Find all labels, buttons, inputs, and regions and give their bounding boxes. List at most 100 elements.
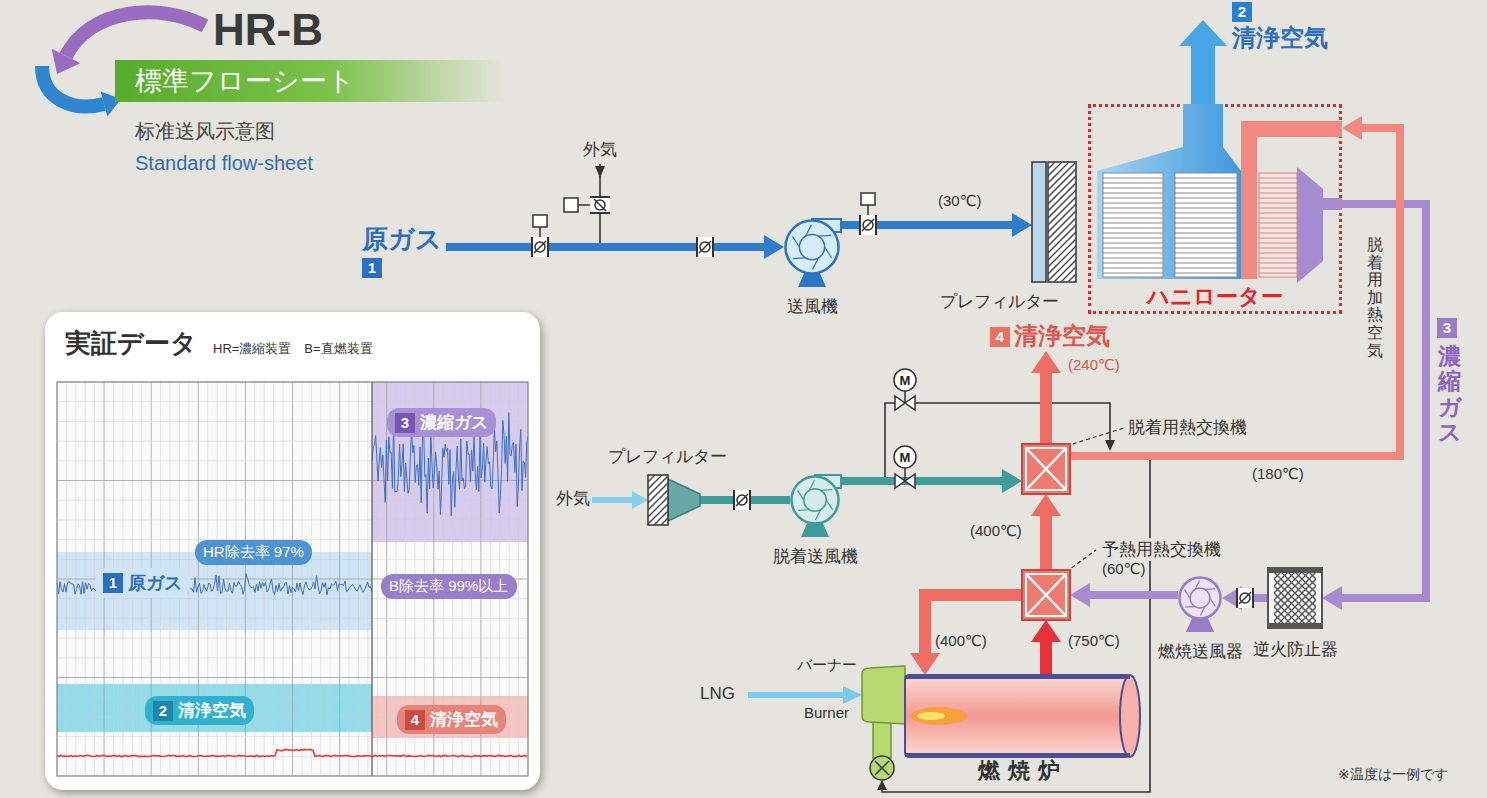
rotor-drawing: [1103, 273, 1163, 274]
stream-name: 原ガス: [362, 224, 442, 255]
rotor-drawing: [1259, 188, 1297, 189]
heat-exchanger-drawing: [1026, 448, 1066, 490]
rotor-drawing: [1103, 178, 1163, 179]
rotor-drawing: [1103, 203, 1163, 204]
fan-drawing: [793, 257, 806, 259]
damper-valve: [860, 193, 876, 235]
damper-valve: [533, 215, 547, 227]
rotor-drawing: [1175, 213, 1237, 214]
callout-number: 2: [153, 701, 173, 721]
rotor-drawing: [1103, 268, 1163, 269]
rotor-drawing: [1103, 238, 1163, 239]
arrow-head: [1342, 116, 1362, 140]
chart-grid: [57, 480, 528, 481]
rotor-drawing: [1175, 218, 1237, 219]
prefilter-drawing: [654, 475, 668, 525]
motor-valve: [895, 396, 905, 410]
part-name: ハニローター: [1091, 285, 1339, 309]
rotor-drawing: [1259, 203, 1297, 204]
damper-valve: [1240, 593, 1250, 603]
rotor-drawing: [1175, 228, 1237, 229]
prefilter-drawing: [1048, 162, 1076, 282]
fan-drawing: [797, 490, 803, 500]
source-label: 原ガス1: [362, 224, 442, 279]
outlet-label: 2清浄空気: [1232, 2, 1328, 53]
heat-exchanger-drawing: [1022, 570, 1070, 620]
concentrated-gas-pipe-line: [1341, 204, 1426, 598]
rotor-drawing: [1103, 248, 1163, 249]
rotor-drawing: [1259, 183, 1297, 184]
flame-arrestor-drawing: [1268, 568, 1322, 573]
flame-arrestor-drawing: [1274, 572, 1316, 624]
damper-valve: [867, 205, 869, 215]
damper-valve: [734, 490, 750, 510]
damper-valve: [532, 237, 548, 257]
prefilter-drawing: [1032, 162, 1046, 282]
rotor-drawing: [1259, 173, 1297, 277]
damper-valve: [733, 490, 735, 510]
rotor-drawing: [1175, 188, 1237, 189]
data-chart: [371, 382, 372, 776]
leader-line: [1066, 428, 1124, 446]
damper-valve: [594, 199, 606, 211]
rotor-drawing: [1103, 233, 1163, 234]
temperature: (60℃): [1100, 560, 1148, 578]
fan-drawing: [786, 221, 839, 274]
fan-drawing: [792, 236, 799, 247]
arrow-head: [764, 235, 784, 259]
damper-valve: [697, 237, 713, 257]
furnace-drawing: [917, 712, 945, 720]
rotor-drawing: [1259, 223, 1297, 224]
rotor-drawing: [1175, 198, 1237, 199]
concentrated-gas-pipe: [1322, 204, 1426, 610]
rotor-drawing: [1259, 253, 1297, 254]
rotor-drawing: [1259, 233, 1297, 234]
outside-air-pipe: [592, 491, 648, 509]
damper-valve: [697, 237, 713, 257]
damper-valve: [1252, 588, 1254, 608]
fan-symbol-shape: [790, 475, 840, 525]
rotor-drawing: [1259, 258, 1297, 259]
prefilter-shape: [648, 475, 700, 525]
data-panel: 実証データHR=濃縮装置 B=直燃装置3濃縮ガスHR除去率 97%B除去率 99…: [45, 312, 540, 790]
rotor-drawing: [1175, 248, 1237, 249]
chart-grid: [57, 657, 528, 658]
temperature: (180℃): [1252, 465, 1304, 483]
auxiliary-pipe: [877, 780, 887, 790]
fan-symbol-shape: [784, 219, 840, 275]
callout-number: 3: [395, 413, 415, 433]
fan-symbol: 送風機: [784, 219, 840, 275]
damper-valve: [697, 237, 713, 257]
stream-name: 濃縮ガス: [1438, 344, 1461, 445]
furnace-drawing: [1120, 675, 1140, 757]
stream-name: 清浄空気: [178, 699, 246, 722]
damper-valve: [736, 494, 748, 506]
fan-drawing: [809, 480, 814, 490]
prefilter-drawing: [1061, 162, 1076, 282]
rotor-drawing: [1259, 208, 1297, 209]
motor-valve: [904, 391, 906, 403]
flame-arrestor-drawing: [1274, 572, 1298, 624]
data-chart: [57, 749, 527, 756]
rotor-drawing: [1103, 223, 1163, 224]
logo-arrows: [42, 66, 104, 106]
flame-arrestor: 逆火防止器: [1268, 568, 1322, 628]
flame-arrestor-drawing: [1274, 572, 1295, 624]
fan-drawing: [1185, 590, 1191, 598]
chart-grid: [57, 500, 528, 501]
rotor-drawing: [1323, 198, 1342, 210]
temperature: (750℃): [1068, 632, 1120, 650]
damper-valve: [861, 193, 875, 205]
arrow-head: [1031, 620, 1061, 642]
chart-tag: 1原ガス: [95, 568, 190, 598]
motor-valve: [894, 369, 916, 410]
rotor-drawing: [1103, 188, 1163, 189]
arrow-head: [910, 653, 940, 675]
fan-symbol-shape: [1178, 576, 1222, 620]
rotor-drawing: [1175, 273, 1237, 274]
damper-valve: [564, 197, 610, 213]
damper-valve: [535, 242, 545, 252]
outside-air-pipe-line: [592, 497, 633, 503]
rotor-drawing: [1297, 167, 1323, 283]
rotor-drawing: [1175, 193, 1237, 194]
